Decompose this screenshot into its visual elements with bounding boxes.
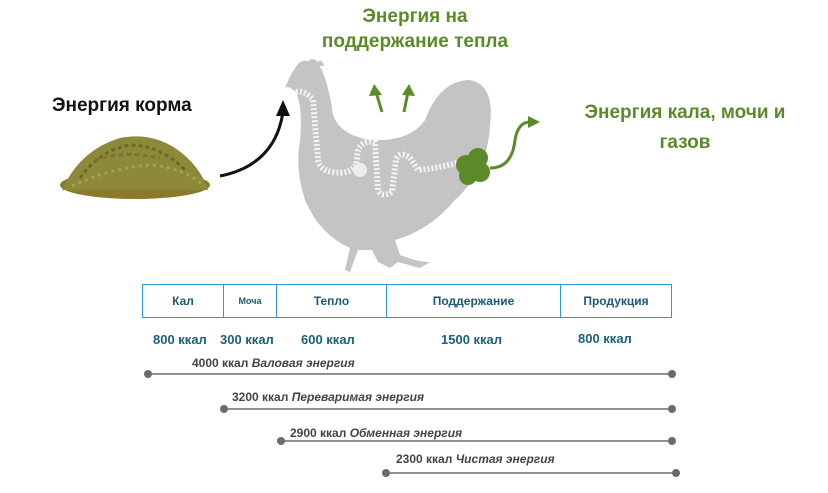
header-production: Продукция [561, 285, 671, 317]
digestible-energy-start-dot [220, 405, 228, 413]
metabolizable-energy-label: 2900 ккал Обменная энергия [290, 426, 462, 440]
digestible-energy-amount: 3200 ккал [232, 390, 288, 404]
value-production: 800 ккал [578, 331, 632, 346]
metabolizable-energy-name: Обменная энергия [350, 426, 462, 440]
header-feces: Кал [143, 285, 224, 317]
metabolizable-energy-end-dot [668, 437, 676, 445]
header-heat: Тепло [277, 285, 387, 317]
value-maintenance: 1500 ккал [441, 332, 502, 347]
gross-energy-amount: 4000 ккал [192, 356, 248, 370]
gross-energy-start-dot [144, 370, 152, 378]
feed-pile-icon [60, 136, 210, 199]
net-energy-end-dot [672, 469, 680, 477]
header-maintenance: Поддержание [387, 285, 561, 317]
net-energy-amount: 2300 ккал [396, 452, 452, 466]
heat-arrow-icon [369, 84, 415, 112]
gross-energy-label: 4000 ккал Валовая энергия [192, 356, 355, 370]
gross-energy-end-dot [668, 370, 676, 378]
header-urine: Моча [224, 285, 277, 317]
metabolizable-energy-start-dot [277, 437, 285, 445]
digestible-energy-end-dot [668, 405, 676, 413]
energy-partition-table: Кал Моча Тепло Поддержание Продукция [142, 284, 672, 318]
value-feces: 800 ккал [153, 332, 207, 347]
net-energy-start-dot [382, 469, 390, 477]
metabolizable-energy-amount: 2900 ккал [290, 426, 346, 440]
digestible-energy-name: Переваримая энергия [292, 390, 424, 404]
value-urine: 300 ккал [220, 332, 274, 347]
gross-energy-name: Валовая энергия [252, 356, 355, 370]
net-energy-label: 2300 ккал Чистая энергия [396, 452, 555, 466]
feed-arrow-icon [220, 100, 290, 176]
net-energy-name: Чистая энергия [456, 452, 555, 466]
value-heat: 600 ккал [301, 332, 355, 347]
digestible-energy-label: 3200 ккал Переваримая энергия [232, 390, 424, 404]
